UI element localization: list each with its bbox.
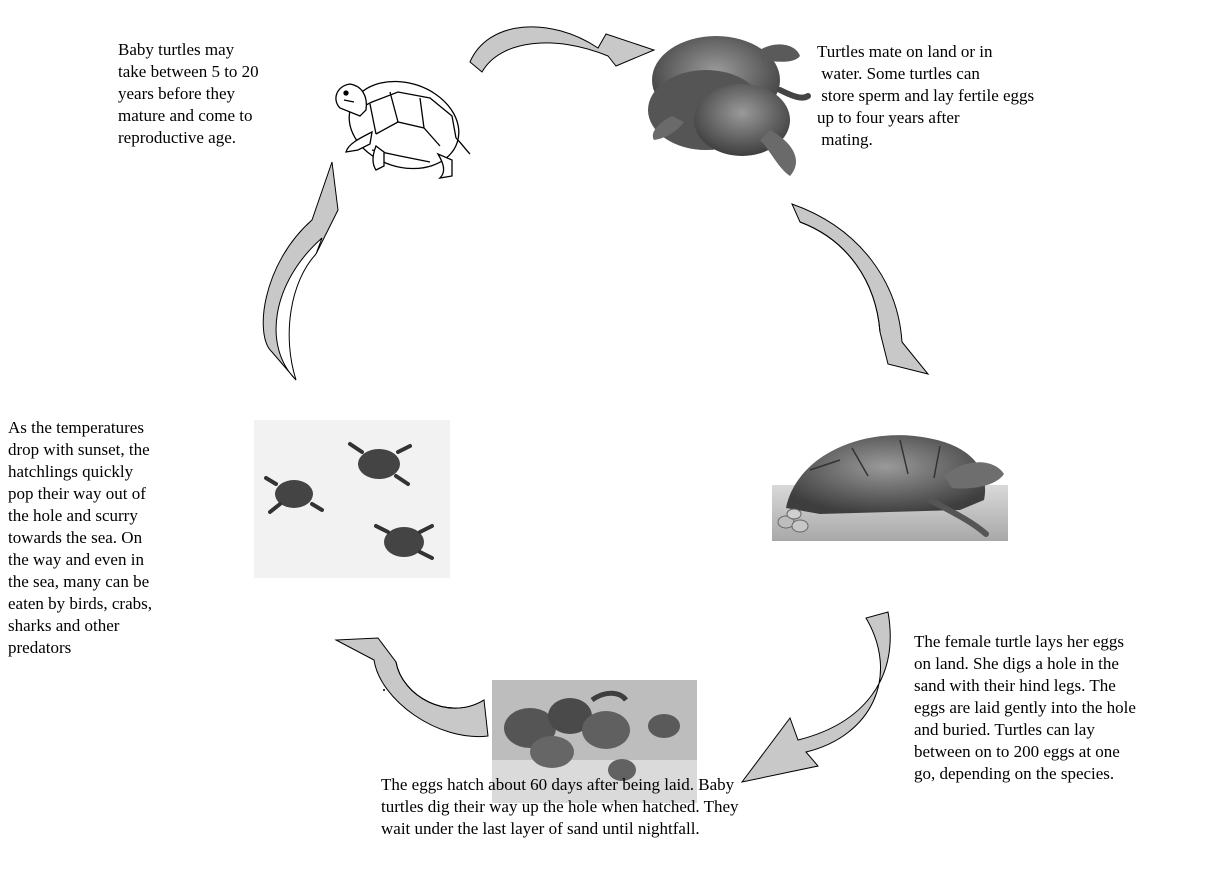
caption-line: The female turtle lays her eggs (914, 631, 1136, 653)
young-turtle-drawing (336, 68, 470, 182)
caption-line: eggs are laid gently into the hole (914, 697, 1136, 719)
caption-line: Baby turtles may (118, 39, 259, 61)
caption-line: turtles dig their way up the hole when h… (381, 796, 739, 818)
caption-line: predators (8, 637, 152, 659)
caption-line: wait under the last layer of sand until … (381, 818, 739, 840)
caption-lay-eggs: The female turtle lays her eggs on land.… (914, 631, 1136, 785)
cycle-arrow-mate-to-laying (792, 204, 928, 374)
caption-line: mating. (817, 129, 1069, 151)
caption-line: drop with sunset, the (8, 439, 152, 461)
turtle-laying-eggs-illustration (772, 435, 1008, 541)
sea-turtles-mating-photo (648, 36, 808, 176)
caption-line: mature and come to (118, 105, 259, 127)
caption-line: pop their way out of (8, 483, 152, 505)
caption-line: reproductive age. (118, 127, 259, 149)
caption-line: store sperm and lay fertile eggs (817, 85, 1069, 107)
caption-mature: Baby turtles may take between 5 to 20 ye… (118, 39, 259, 149)
cycle-arrow-laying-to-hatch (742, 612, 890, 782)
cycle-arrow-hatchlings-to-mature (263, 162, 338, 380)
caption-mate: Turtles mate on land or in water. Some t… (817, 41, 1069, 151)
caption-hatch: The eggs hatch about 60 days after being… (381, 774, 739, 840)
caption-line: The eggs hatch about 60 days after being… (381, 774, 739, 796)
caption-line: hatchlings quickly (8, 461, 152, 483)
cycle-arrow-mature-to-mate (470, 27, 654, 72)
caption-line: the hole and scurry (8, 505, 152, 527)
caption-line: go, depending on the species. (914, 763, 1136, 785)
caption-line: water. Some turtles can (817, 63, 1069, 85)
caption-line: sharks and other (8, 615, 152, 637)
hatchlings-on-sand-photo (254, 420, 450, 578)
caption-hatchlings: As the temperatures drop with sunset, th… (8, 417, 152, 685)
caption-line: As the temperatures (8, 417, 152, 439)
caption-line: the sea, many can be (8, 571, 152, 593)
cycle-arrow-hatch-to-hatchlings (336, 638, 488, 737)
caption-line: take between 5 to 20 (118, 61, 259, 83)
caption-line: up to four years after (817, 107, 1069, 129)
caption-line: between on to 200 eggs at one (914, 741, 1136, 763)
caption-line: towards the sea. On (8, 527, 152, 549)
caption-line: the way and even in (8, 549, 152, 571)
caption-line: eaten by birds, crabs, (8, 593, 152, 615)
caption-line: sand with their hind legs. The (914, 675, 1136, 697)
caption-line: Turtles mate on land or in (817, 41, 1069, 63)
caption-line: on land. She digs a hole in the (914, 653, 1136, 675)
caption-line: years before they (118, 83, 259, 105)
caption-line: and buried. Turtles can lay (914, 719, 1136, 741)
